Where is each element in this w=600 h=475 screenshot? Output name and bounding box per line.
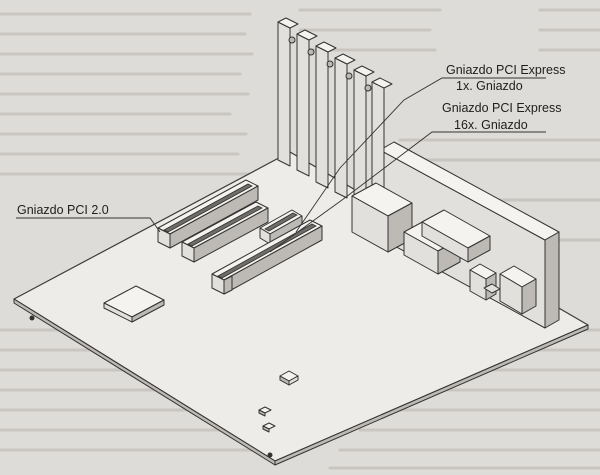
io-connectors [351,182,537,315]
pci-2-0-slots [157,179,269,263]
label-pcie-x1-line2: 1x. Gniazdo [456,79,523,93]
mount-hole [267,452,273,458]
label-pci-2-0: Gniazdo PCI 2.0 [17,203,109,217]
bracket-screw-icon [288,36,296,44]
mount-hole [29,315,35,321]
pcie-x1-slot [259,209,303,245]
bracket-screw-icon [345,72,353,80]
label-pcie-x16-line1: Gniazdo PCI Express [442,101,562,115]
bracket-screw-icon [326,60,334,68]
callout-leaders [16,77,546,253]
small-components [258,370,299,433]
expansion-brackets [277,17,393,213]
label-pcie-x16-line2: 16x. Gniazdo [454,118,528,132]
pcie-x16-slot [211,219,323,295]
chipset-chip [103,285,165,323]
label-pcie-x1-line1: Gniazdo PCI Express [446,63,566,77]
bracket-screw-icon [307,48,315,56]
bracket-screw-icon [364,84,372,92]
